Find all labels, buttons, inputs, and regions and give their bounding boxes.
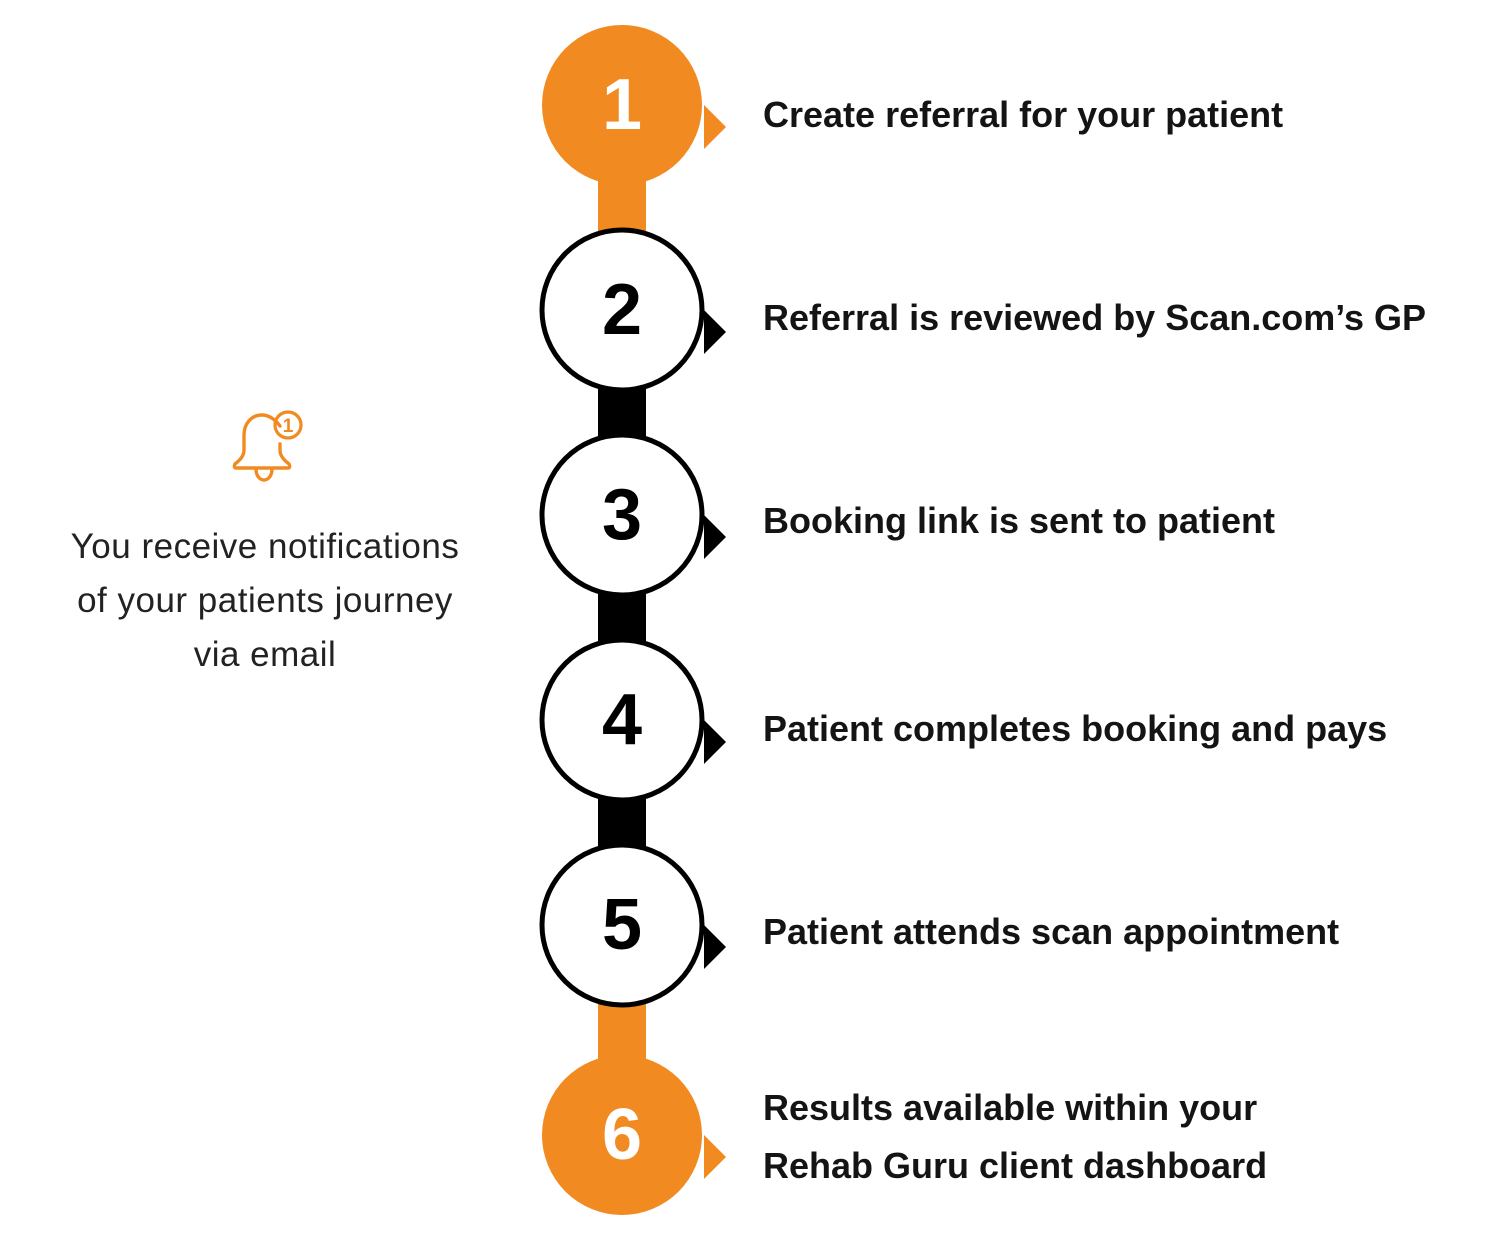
- step-label-line: Results available within your: [763, 1087, 1258, 1128]
- bell-notification-icon: 1: [220, 400, 310, 490]
- step-label-line: Referral is reviewed by Scan.com’s GP: [763, 297, 1426, 338]
- step-4: 4: [539, 637, 730, 803]
- step-marker: [539, 637, 726, 803]
- step-marker: [542, 1055, 726, 1215]
- step-3-label: Booking link is sent to patient: [763, 492, 1275, 550]
- step-5: 5: [539, 842, 730, 1008]
- step-1-label: Create referral for your patient: [763, 86, 1283, 144]
- step-number: 2: [601, 270, 643, 350]
- connector-5-6: [598, 1000, 646, 1065]
- step-label-line: Create referral for your patient: [763, 94, 1284, 135]
- step-label-line: Patient attends scan appointment: [763, 911, 1340, 952]
- step-label-line: Rehab Guru client dashboard: [763, 1145, 1268, 1186]
- step-marker: [539, 227, 726, 393]
- step-5-label: Patient attends scan appointment: [763, 903, 1339, 961]
- notification-text-line: of your patients journey: [77, 581, 453, 620]
- step-number: 1: [601, 65, 643, 145]
- notification-text: You receive notifications of your patien…: [20, 520, 510, 682]
- step-number: 5: [601, 885, 643, 965]
- notification-badge-count: 1: [283, 416, 294, 437]
- notification-text-line: You receive notifications: [70, 527, 460, 566]
- notification-text-line: via email: [193, 635, 337, 674]
- step-label-line: Patient completes booking and pays: [763, 708, 1388, 749]
- step-number: 6: [601, 1095, 643, 1175]
- bell-icon: 1: [232, 410, 303, 482]
- step-label-line: Booking link is sent to patient: [763, 500, 1276, 541]
- step-1: 1: [540, 23, 730, 187]
- step-marker: [539, 842, 726, 1008]
- step-marker: [539, 432, 726, 598]
- step-marker: [542, 25, 726, 185]
- step-4-label: Patient completes booking and pays: [763, 700, 1387, 758]
- step-6: 6: [540, 1053, 730, 1217]
- step-3: 3: [539, 432, 730, 598]
- notification-block: 1 You receive notifications of your pati…: [20, 400, 510, 682]
- step-number: 3: [601, 475, 643, 555]
- step-6-label: Results available within your Rehab Guru…: [763, 1079, 1267, 1195]
- step-number: 4: [601, 680, 643, 760]
- step-2-label: Referral is reviewed by Scan.com’s GP: [763, 289, 1426, 347]
- step-2: 2: [539, 227, 730, 393]
